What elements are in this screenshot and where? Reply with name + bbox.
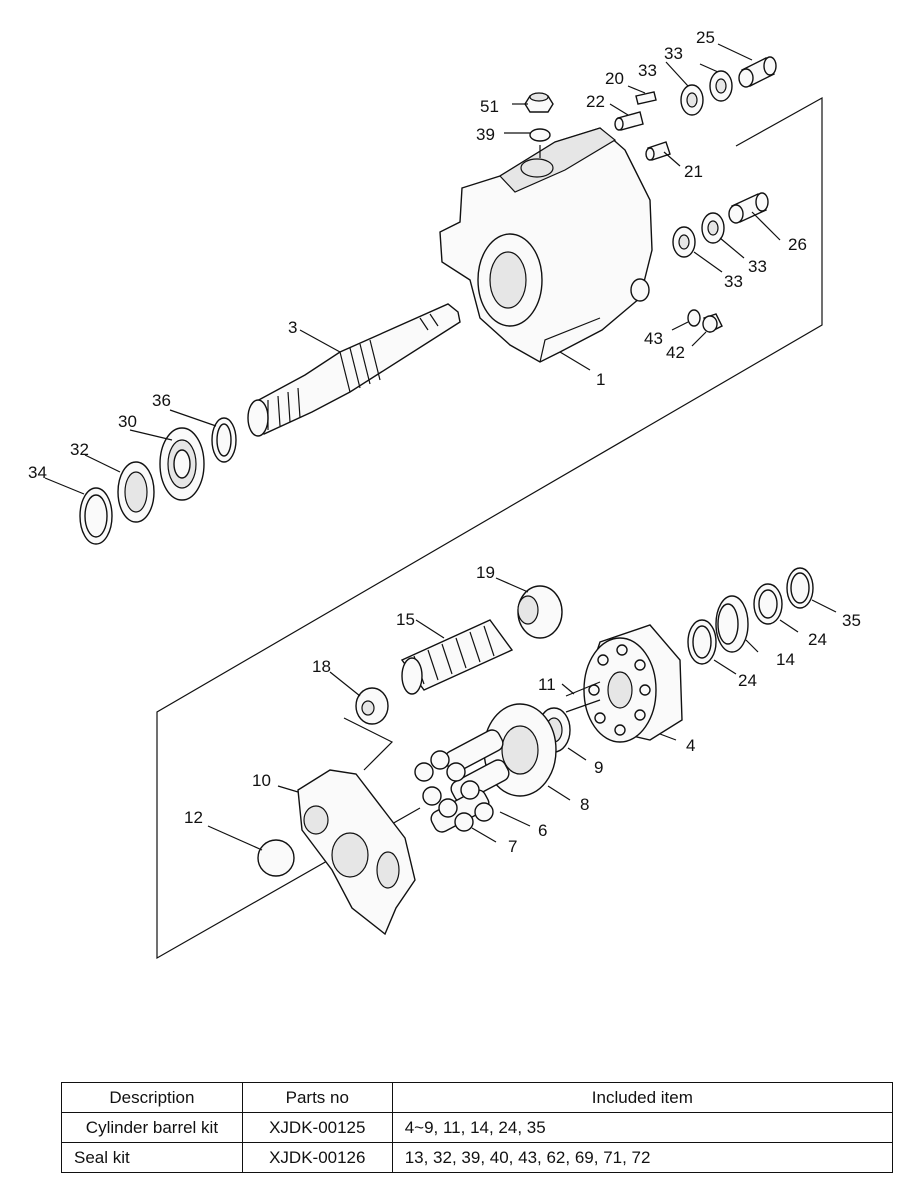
callout-19: 19 bbox=[476, 563, 495, 582]
shim-24-b bbox=[753, 583, 783, 625]
callout-43: 43 bbox=[644, 329, 663, 348]
callout-7: 7 bbox=[508, 837, 517, 856]
callout-24-a: 24 bbox=[738, 671, 757, 690]
row-description: Seal kit bbox=[61, 1142, 243, 1173]
callout-33-a: 33 bbox=[664, 44, 683, 63]
pin-22 bbox=[614, 111, 644, 131]
callout-18: 18 bbox=[312, 657, 331, 676]
shoe-group-7 bbox=[414, 750, 494, 832]
ball-guide-18 bbox=[355, 687, 389, 725]
washer-33-top-a bbox=[680, 84, 704, 116]
row-included-items: 4~9, 11, 14, 24, 35 bbox=[391, 1112, 894, 1143]
row-included-items: 13, 32, 39, 40, 43, 62, 69, 71, 72 bbox=[391, 1142, 894, 1173]
callout-25: 25 bbox=[696, 28, 715, 47]
spring-14 bbox=[715, 595, 749, 653]
callout-21: 21 bbox=[684, 162, 703, 181]
table-row: Seal kit XJDK-00126 13, 32, 39, 40, 43, … bbox=[61, 1142, 894, 1173]
spring-seat-19 bbox=[517, 585, 563, 639]
shaft-part bbox=[247, 303, 461, 437]
washer-33-mid-b bbox=[701, 212, 725, 244]
o-ring-43 bbox=[687, 309, 701, 327]
pin-11 bbox=[565, 681, 601, 713]
exploded-parts-diagram: 1 3 4 6 7 8 9 10 11 12 14 15 18 19 20 21… bbox=[28, 28, 861, 960]
callout-3: 3 bbox=[288, 318, 297, 337]
callout-32: 32 bbox=[70, 440, 89, 459]
callout-8: 8 bbox=[580, 795, 589, 814]
callout-33-c: 33 bbox=[748, 257, 767, 276]
spring-15 bbox=[400, 619, 514, 695]
callout-11: 11 bbox=[538, 675, 556, 694]
callout-1: 1 bbox=[596, 370, 605, 389]
callout-14: 14 bbox=[776, 650, 795, 669]
callout-33-d: 33 bbox=[724, 272, 743, 291]
housing-part bbox=[439, 127, 653, 363]
shim-24-a bbox=[687, 619, 717, 665]
washer-33-mid-a bbox=[672, 226, 696, 258]
leader-lines bbox=[44, 43, 837, 851]
callout-39: 39 bbox=[476, 125, 495, 144]
callout-26: 26 bbox=[788, 235, 807, 254]
assembly-frame bbox=[156, 96, 823, 960]
bearing-30 bbox=[159, 427, 205, 501]
table-header-row: Description Parts no Included item bbox=[61, 1082, 894, 1113]
callout-35: 35 bbox=[842, 611, 861, 630]
row-parts-no: XJDK-00126 bbox=[241, 1142, 393, 1173]
o-ring-39 bbox=[529, 128, 551, 142]
snap-ring-34 bbox=[79, 487, 113, 545]
plug-part-51 bbox=[524, 92, 554, 113]
callout-15: 15 bbox=[396, 610, 415, 629]
pin-20 bbox=[635, 91, 657, 105]
callout-24-b: 24 bbox=[808, 630, 827, 649]
swash-plate-10 bbox=[297, 769, 416, 936]
callout-34: 34 bbox=[28, 463, 47, 482]
kit-parts-table: Description Parts no Included item Cylin… bbox=[61, 1082, 894, 1173]
callout-labels: 1 3 4 6 7 8 9 10 11 12 14 15 18 19 20 21… bbox=[28, 28, 861, 856]
column-header-description: Description bbox=[61, 1082, 243, 1113]
column-header-included-item: Included item bbox=[391, 1082, 894, 1113]
callout-20: 20 bbox=[605, 69, 624, 88]
callout-51: 51 bbox=[480, 97, 499, 116]
row-description: Cylinder barrel kit bbox=[61, 1112, 243, 1143]
callout-4: 4 bbox=[686, 736, 695, 755]
row-parts-no: XJDK-00125 bbox=[241, 1112, 393, 1143]
callout-33-b: 33 bbox=[638, 61, 657, 80]
cylinder-barrel-4 bbox=[583, 624, 683, 743]
callout-30: 30 bbox=[118, 412, 137, 431]
callout-6: 6 bbox=[538, 821, 547, 840]
table-row: Cylinder barrel kit XJDK-00125 4~9, 11, … bbox=[61, 1112, 894, 1143]
washer-33-top-b bbox=[709, 70, 733, 102]
pin-21 bbox=[645, 141, 671, 161]
ball-12 bbox=[257, 839, 295, 877]
callout-42: 42 bbox=[666, 343, 685, 362]
plug-42 bbox=[702, 313, 723, 333]
pin-25 bbox=[738, 56, 777, 88]
snap-ring-36 bbox=[211, 417, 237, 463]
oil-seal-32 bbox=[117, 461, 155, 523]
callout-36: 36 bbox=[152, 391, 171, 410]
callout-12: 12 bbox=[184, 808, 203, 827]
column-header-parts-no: Parts no bbox=[241, 1082, 393, 1113]
snap-ring-35 bbox=[786, 567, 814, 609]
callout-9: 9 bbox=[594, 758, 603, 777]
callout-10: 10 bbox=[252, 771, 271, 790]
callout-22: 22 bbox=[586, 92, 605, 111]
pin-26 bbox=[728, 192, 769, 224]
